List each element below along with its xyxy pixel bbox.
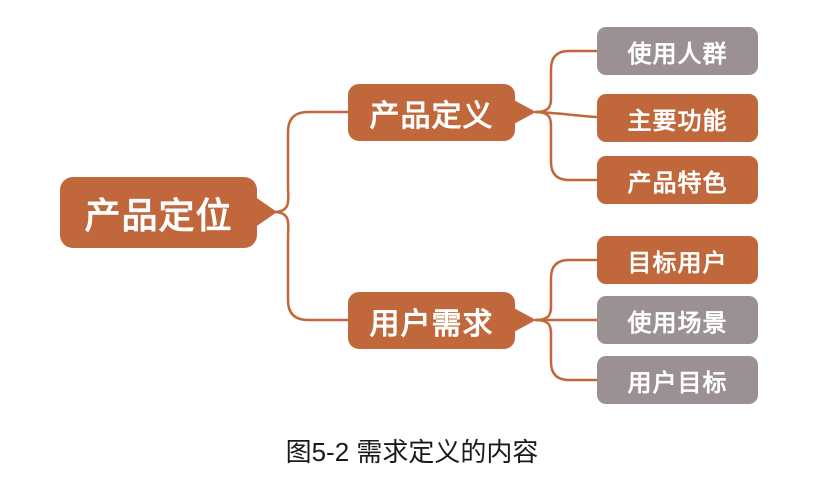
node-product-features: 产品特色 [597, 156, 758, 204]
node-label: 产品特色 [627, 169, 728, 197]
node-label: 产品定位 [84, 194, 233, 236]
product-definition-arrow-tip-icon [512, 99, 536, 125]
node-user-groups: 使用人群 [597, 27, 758, 75]
node-label: 使用人群 [627, 40, 728, 68]
node-main-functions: 主要功能 [597, 94, 758, 142]
root-node-arrow-tip-icon [254, 196, 277, 228]
node-label: 目标用户 [627, 249, 728, 277]
node-label: 用户目标 [627, 369, 728, 397]
connector-group [272, 49, 599, 382]
node-label: 用户需求 [369, 307, 494, 341]
connector-definition-to-product-features [534, 110, 599, 182]
connector-needs-to-target-users [534, 258, 599, 322]
node-usage-scenarios: 使用场景 [597, 296, 758, 344]
connector-needs-to-user-goals [534, 318, 599, 382]
node-user-needs: 用户需求 [348, 292, 515, 349]
user-needs-arrow-tip-icon [512, 307, 536, 333]
node-product-positioning: 产品定位 [60, 177, 257, 248]
node-user-goals: 用户目标 [597, 356, 758, 404]
connector-root-to-product-definition [272, 110, 350, 214]
node-label: 主要功能 [627, 107, 728, 135]
figure-caption: 图5-2 需求定义的内容 [285, 437, 539, 467]
node-product-definition: 产品定义 [348, 84, 515, 141]
connector-definition-to-user-groups [534, 49, 599, 114]
node-target-users: 目标用户 [597, 236, 758, 284]
node-label: 使用场景 [627, 309, 728, 337]
connector-root-to-user-needs [272, 210, 350, 322]
node-label: 产品定义 [369, 99, 494, 133]
